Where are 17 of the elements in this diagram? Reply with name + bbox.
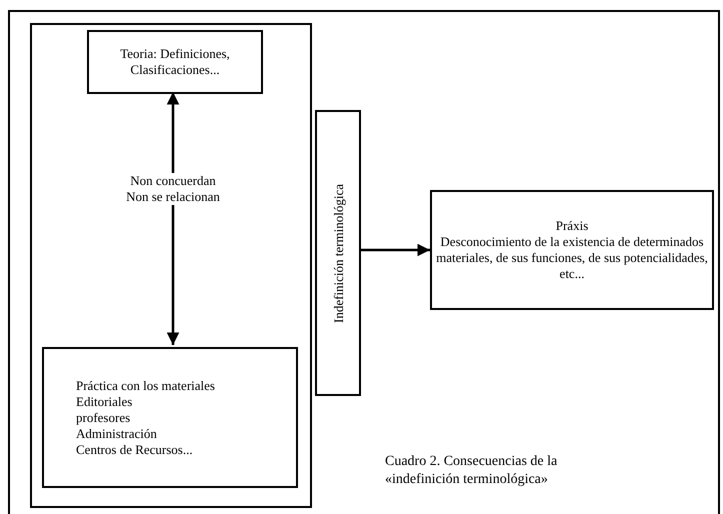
text-box — [87, 30, 263, 94]
box-text: Práctica con los materiales — [76, 378, 215, 394]
box-heading: Práxis — [556, 218, 588, 234]
arrow — [361, 244, 430, 256]
caption: Cuadro 2. Consecuencias de la «indefinición terminológica» — [385, 453, 558, 489]
container-box — [30, 23, 312, 508]
box-text: Administración — [76, 426, 157, 442]
box-text: Centros de Recursos... — [76, 442, 193, 458]
vertical-label: Indefinición terminológica — [332, 184, 344, 322]
box-text: Editoriales — [76, 394, 132, 410]
text-box — [430, 190, 714, 310]
box-text: profesores — [76, 410, 130, 426]
arrow — [166, 92, 180, 345]
box-text: Desconocimiento de la existencia de determinados materiales, de sus funciones, de sus potencialidades, etc... — [436, 234, 708, 282]
text-box — [42, 347, 298, 488]
vertical-band — [315, 110, 361, 396]
box-text: Teoria: Definiciones, Clasificaciones... — [119, 46, 231, 78]
